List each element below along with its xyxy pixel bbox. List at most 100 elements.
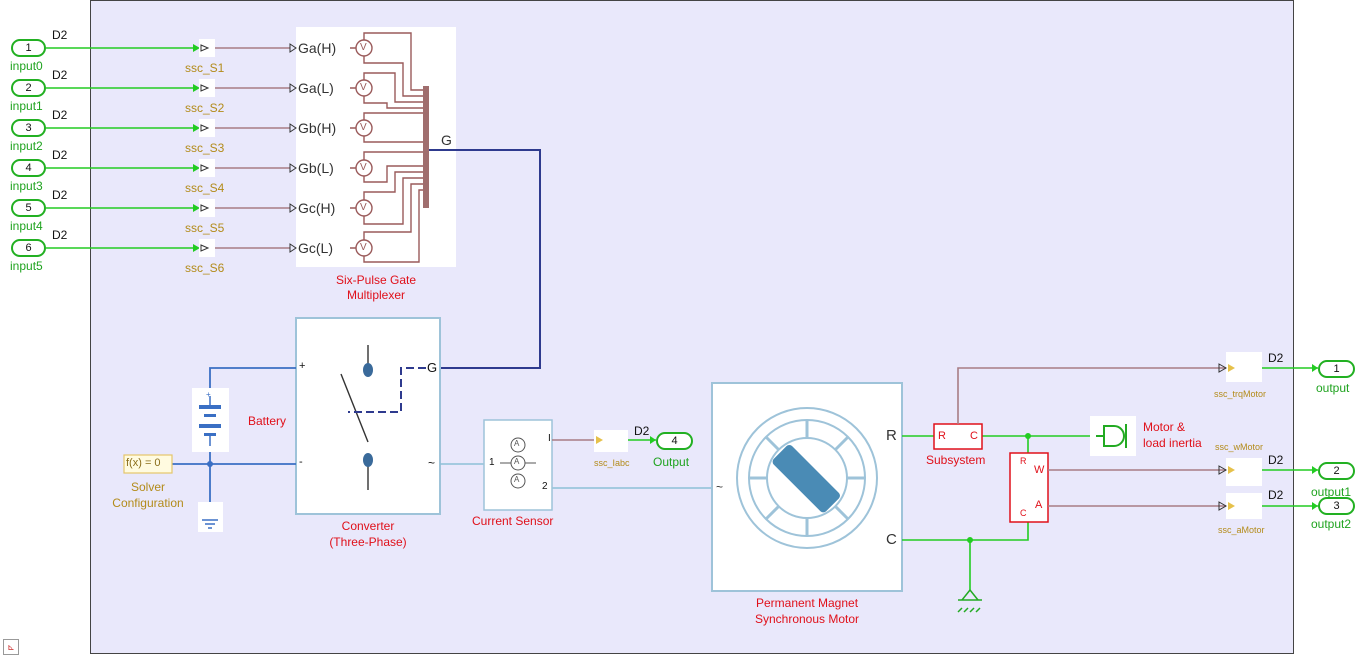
outport-name: output [1316, 381, 1350, 395]
outport-name: Output [653, 455, 690, 469]
inport-name: input4 [10, 219, 43, 233]
gate-port-label: Ga(H) [298, 40, 337, 56]
ps-converter-iabc-label: ssc_Iabc [594, 458, 630, 468]
inport-name: input2 [10, 139, 43, 153]
signal-label: D2 [52, 228, 68, 242]
converter-minus-port: - [299, 456, 303, 468]
inport-name: input5 [10, 259, 43, 273]
inport-4[interactable]: 4 [11, 159, 46, 177]
inport-name: input0 [10, 59, 43, 73]
model-canvas[interactable] [90, 0, 1294, 654]
ps-converter-label: ssc_S4 [185, 181, 225, 195]
signal-label: D2 [52, 28, 68, 42]
converter-name-2: (Three-Phase) [329, 535, 407, 549]
converter-switch-contacts [363, 363, 373, 467]
motor-slots [749, 420, 865, 536]
solver-name-2: Configuration [112, 496, 184, 510]
subsystem-block[interactable] [933, 423, 983, 450]
ps-converter-label: ssc_S6 [185, 261, 225, 275]
inport-name: input3 [10, 179, 43, 193]
ammeter-icon: A [514, 457, 520, 466]
gate-mux-name-2: Multiplexer [346, 288, 406, 302]
current-sensor-name: Current Sensor [472, 514, 554, 528]
gate-mux-block[interactable] [296, 27, 456, 267]
outport-1[interactable]: 1 [1318, 360, 1355, 378]
ps-converter-w[interactable] [1226, 458, 1262, 486]
output-signal-lines [1262, 367, 1318, 507]
gate-mux-bus-bar [423, 86, 429, 208]
gate-physical-lines [215, 47, 290, 249]
outport-name: output1 [1311, 485, 1352, 499]
subsystem-name: Subsystem [926, 453, 986, 467]
torque-wire [957, 367, 1226, 424]
solver-block[interactable] [123, 454, 173, 474]
motor-r-port: R [886, 427, 897, 444]
gate-port-label: Gc(H) [298, 200, 336, 216]
outport-3[interactable]: 3 [1318, 497, 1355, 515]
voltmeter-icon: V [360, 242, 367, 253]
ammeter-icon: A [514, 439, 520, 448]
converter-plus-port: + [299, 360, 306, 372]
signal-label: D2 [634, 424, 650, 438]
gate-port-label: Gb(L) [298, 160, 334, 176]
outport-2[interactable]: 2 [1318, 462, 1355, 480]
converter-gate-dashed [348, 367, 426, 413]
battery-name: Battery [248, 414, 287, 428]
inertia-name-1: Motor & [1143, 420, 1186, 434]
subsystem-c-port: C [970, 430, 978, 442]
mechanical-wires [902, 435, 1090, 590]
input-arrowheads [193, 44, 200, 252]
gate-port-label: Ga(L) [298, 80, 334, 96]
subsystem-r-port: R [938, 430, 946, 442]
gate-mux-name-1: Six-Pulse Gate [335, 273, 417, 287]
outport-4[interactable]: 4 [656, 432, 693, 450]
converter-name-1: Converter [341, 519, 395, 533]
current-sensor-icon [500, 437, 536, 489]
output-arrowheads [1312, 364, 1318, 510]
mechanical-reference-icon [957, 589, 982, 613]
ps-converter-arrows [200, 44, 210, 252]
inport-5[interactable]: 5 [11, 199, 46, 217]
electrical-ground-block[interactable] [198, 502, 223, 532]
inertia-icon [1096, 424, 1127, 448]
junction-dot [207, 461, 213, 467]
current-sensor-port-2: 2 [542, 481, 548, 492]
voltmeter-icon: V [360, 42, 367, 53]
inport-6[interactable]: 6 [11, 239, 46, 257]
motor-name-1: Permanent Magnet [755, 596, 859, 610]
ammeter-icon: A [514, 475, 520, 484]
gate-mux-port-triangles [289, 43, 297, 253]
ps-output-triangles [1218, 363, 1228, 511]
ps-converter-label: ssc_S2 [185, 101, 225, 115]
inport-3[interactable]: 3 [11, 119, 46, 137]
ps-converter-iabc[interactable] [594, 430, 628, 452]
signal-label: D2 [52, 188, 68, 202]
converter-g-port: G [427, 360, 438, 375]
current-sensor-port-1: 1 [489, 457, 495, 468]
inertia-name-2: load inertia [1143, 436, 1202, 450]
ps-output-arrows [1228, 364, 1235, 510]
gate-mux-output-label: G [441, 132, 452, 148]
signal-label: D2 [52, 108, 68, 122]
inport-1[interactable]: 1 [11, 39, 46, 57]
signal-label: D2 [1268, 488, 1284, 502]
gate-port-label: Gb(H) [298, 120, 337, 136]
signal-label: D2 [52, 68, 68, 82]
ps-arrow [596, 436, 603, 444]
motor-rotor-icon [772, 445, 840, 513]
current-sensor-i-port: I [548, 433, 551, 444]
motion-sensor-block[interactable] [1009, 452, 1049, 523]
battery-plus-label: + [206, 390, 211, 399]
signal-label: D2 [1268, 351, 1284, 365]
model-browser-icon[interactable]: ⊾ [3, 639, 19, 655]
voltmeter-icon: V [360, 162, 367, 173]
inport-2[interactable]: 2 [11, 79, 46, 97]
gate-mux-internal-wiring [350, 32, 426, 263]
converter-ac-port: ~ [428, 456, 436, 470]
three-phase-wires [440, 463, 712, 489]
ps-converter-w-label: ssc_wMotor [1215, 442, 1264, 452]
signal-label: D2 [1268, 453, 1284, 467]
voltmeter-icon: V [360, 202, 367, 213]
motion-sensor-w-port: W [1034, 464, 1045, 476]
